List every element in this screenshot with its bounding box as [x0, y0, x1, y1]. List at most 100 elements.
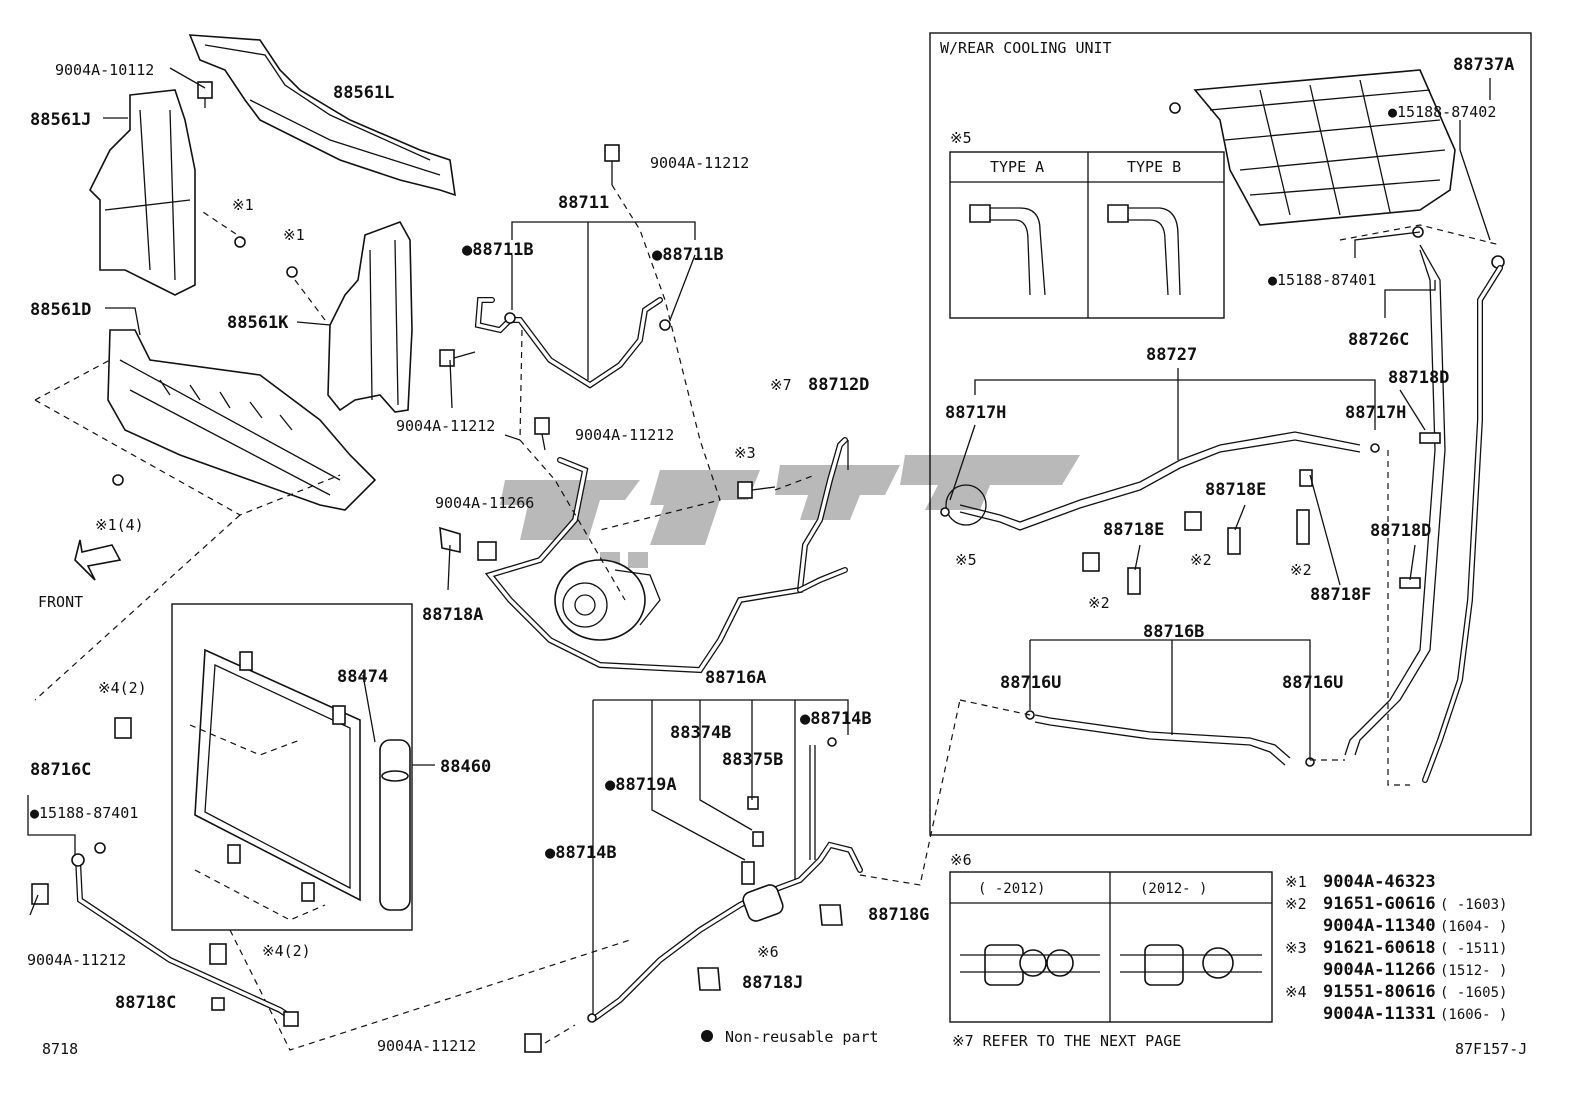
footnote-part: 91551-80616 [1323, 982, 1436, 1002]
label-x2-c: ※2 [1290, 561, 1312, 579]
label-88718G: 88718G [868, 905, 929, 925]
note7: ※7 REFER TO THE NEXT PAGE [952, 1032, 1181, 1050]
part-88727-pipe [940, 431, 1380, 531]
type-box-mark: ※5 [950, 129, 972, 147]
label-x1-a: ※1 [232, 196, 254, 214]
label-88719A: ●88719A [605, 775, 677, 795]
part-88561J-bracket [89, 89, 196, 296]
label-88460: 88460 [440, 757, 491, 777]
part-88716A-discharge-pipe [484, 437, 848, 674]
bolts-left [31, 717, 227, 965]
label-88718E-a: 88718E [1205, 480, 1266, 500]
label-88716A: 88716A [705, 668, 766, 688]
footnote-range: (1606- ) [1440, 1007, 1507, 1023]
footnote-part: 9004A-11340 [1323, 916, 1436, 936]
label-x3: ※3 [734, 444, 756, 462]
label-88717H-left: 88717H [945, 403, 1006, 423]
label-88714B-right: ●88714B [800, 709, 872, 729]
part-88474-receiver [379, 739, 411, 911]
footnote-part: 91651-G0616 [1323, 894, 1436, 914]
part-88561L-shroud [188, 34, 456, 197]
label-15188-87401-right: ●15188-87401 [1268, 271, 1376, 289]
parts-clips-lower [524, 737, 843, 1053]
label-88716U-right: 88716U [1282, 673, 1343, 693]
label-88712D: 88712D [808, 375, 869, 395]
leader-lines [27, 67, 849, 1015]
part-88737A-evaporator [1169, 69, 1505, 269]
part-compressor [554, 559, 661, 641]
rear-dashes [959, 224, 1501, 786]
label-9004A-11266: 9004A-11266 [435, 494, 534, 512]
part-88718A-clip [439, 526, 461, 553]
lower-center-dashes [544, 699, 961, 1044]
label-88718D-mid: 88718D [1370, 521, 1431, 541]
type-a-label: TYPE A [990, 158, 1044, 176]
footnote-part: 9004A-11266 [1323, 960, 1436, 980]
diagram-labels: 9004A-10112 88561L 88561J ※1 ※1 88561D 8… [27, 39, 1527, 1058]
part-88716A-suction-pipe [592, 745, 863, 1021]
label-88474: 88474 [337, 667, 388, 687]
part-88561D-lower-shroud [107, 329, 377, 511]
footnote-range: (1512- ) [1440, 963, 1507, 979]
part-88716C-pipe [71, 853, 299, 1027]
label-88718D-top: 88718D [1388, 368, 1449, 388]
label-88711B-left: ●88711B [462, 240, 534, 260]
label-88374B: 88374B [670, 723, 731, 743]
condenser-box [171, 603, 413, 931]
footnote-range: ( -1603) [1440, 897, 1507, 913]
label-x4-bot: ※4(2) [262, 942, 311, 960]
footnote-mark: ※4 [1285, 983, 1307, 1001]
note6-col2: (2012- ) [1140, 881, 1207, 897]
label-88716U-left: 88716U [1000, 673, 1061, 693]
figure-id: 87F157-J [1455, 1040, 1527, 1058]
footnotes-list: ※1 9004A-46323 ※2 91651-G0616 ( -1603) 9… [1285, 872, 1507, 1024]
label-9004A-10112: 9004A-10112 [55, 61, 154, 79]
label-88711: 88711 [558, 193, 609, 213]
label-88561J: 88561J [30, 110, 91, 130]
part-88726C-pipes [1344, 244, 1503, 783]
note6-mark: ※6 [950, 851, 972, 869]
label-x2-b: ※2 [1088, 594, 1110, 612]
note6-col1: ( -2012) [978, 881, 1045, 897]
type-b-label: TYPE B [1127, 158, 1181, 176]
footnote-part: 91621-60618 [1323, 938, 1436, 958]
label-x4-top: ※4(2) [98, 679, 147, 697]
label-9004A-11212-mid: 9004A-11212 [396, 417, 495, 435]
label-15188-87402: ●15188-87402 [1388, 103, 1496, 121]
condenser-dashes [189, 724, 631, 1051]
label-x7: ※7 [770, 376, 792, 394]
label-88726C: 88726C [1348, 330, 1409, 350]
legend-non-reusable: Non-reusable part [725, 1028, 879, 1046]
label-x6: ※6 [757, 943, 779, 961]
front-arrow-icon [74, 539, 122, 581]
label-88737A: 88737A [1453, 55, 1514, 75]
footnote-part: 9004A-46323 [1323, 872, 1436, 892]
part-88460-condenser [194, 648, 361, 902]
non-reusable-dot-icon [701, 1030, 713, 1042]
footnote-range: ( -1511) [1440, 941, 1507, 957]
label-88717H-right: 88717H [1345, 403, 1406, 423]
footnote-mark: ※2 [1285, 895, 1307, 913]
label-9004A-11212-low: 9004A-11212 [27, 951, 126, 969]
footnote-part: 9004A-11331 [1323, 1004, 1436, 1024]
label-88718A: 88718A [422, 605, 483, 625]
part-88711-hose [474, 297, 671, 389]
label-88718F: 88718F [1310, 585, 1371, 605]
label-88716B: 88716B [1143, 622, 1204, 642]
part-88716B-pipe [1025, 710, 1315, 767]
rear-fasteners [1082, 432, 1441, 595]
footnote-range: (1604- ) [1440, 919, 1507, 935]
label-88718C: 88718C [115, 993, 176, 1013]
label-9004A-11212-bottom: 9004A-11212 [377, 1037, 476, 1055]
label-88718J: 88718J [742, 973, 803, 993]
label-88561K: 88561K [227, 313, 289, 333]
label-diagram-code: 8718 [42, 1040, 78, 1058]
rear-cooling-box [929, 32, 1532, 836]
label-88716C: 88716C [30, 760, 91, 780]
label-88561L: 88561L [333, 83, 394, 103]
label-88727: 88727 [1146, 345, 1197, 365]
label-88561D: 88561D [30, 300, 91, 320]
label-9004A-11212-top: 9004A-11212 [650, 154, 749, 172]
footnote-mark: ※1 [1285, 873, 1307, 891]
